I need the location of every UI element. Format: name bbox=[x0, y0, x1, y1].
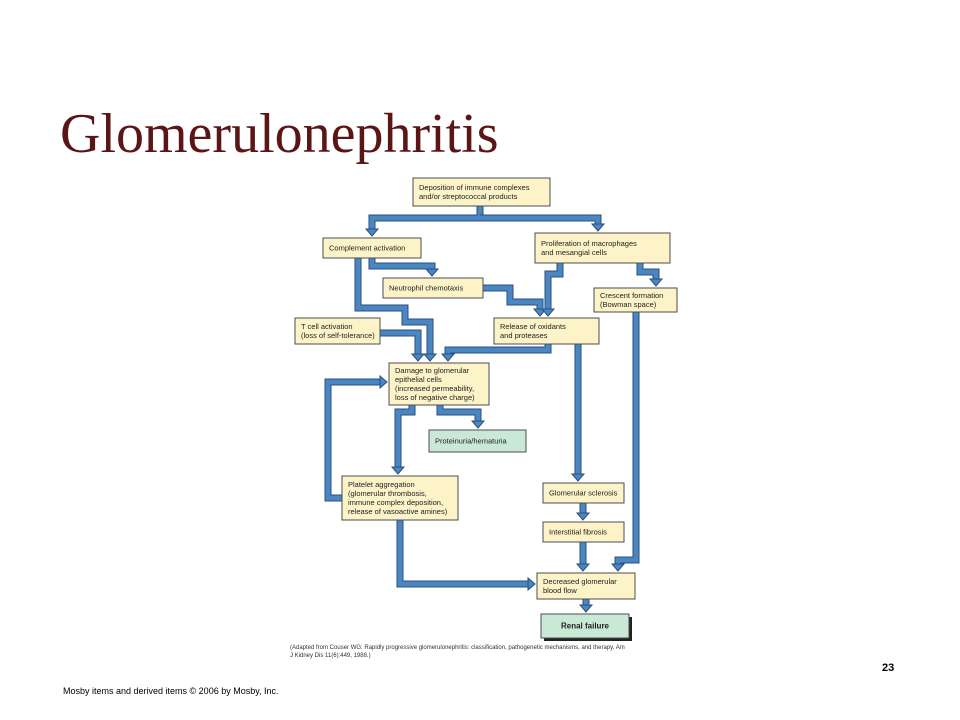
node-renal-failure-line-1: Renal failure bbox=[561, 622, 610, 631]
node-renal-failure: Renal failure bbox=[540, 613, 632, 641]
node-tcell-line-2: (loss of self-tolerance) bbox=[301, 331, 375, 340]
node-decreased-flow-line-2: blood flow bbox=[543, 586, 577, 595]
node-tcell: T cell activation(loss of self-tolerance… bbox=[294, 317, 381, 345]
node-crescent: Crescent formation(Bowman space) bbox=[593, 287, 678, 313]
page-number: 23 bbox=[882, 662, 895, 674]
arrow-proliferation-to-crescent-head bbox=[648, 278, 664, 287]
node-damage-line-1: Damage to glomerular bbox=[395, 366, 470, 375]
arrow-deposition-to-complement-head bbox=[364, 228, 380, 237]
node-neutrophil: Neutrophil chemotaxis bbox=[382, 277, 484, 299]
arrow-damage-to-platelet bbox=[390, 405, 416, 475]
node-platelet-line-3: immune complex deposition, bbox=[348, 498, 443, 507]
arrow-oxidants-to-sclerosis-head bbox=[570, 473, 586, 482]
node-proliferation-line-1: Proliferation of macrophages bbox=[541, 239, 637, 248]
citation-line-1: (Adapted from Couser WG: Rapidly progres… bbox=[290, 645, 625, 651]
arrow-damage-to-proteinuria bbox=[436, 405, 486, 429]
arrow-deposition-to-proliferation-head bbox=[590, 223, 606, 232]
arrow-crescent-to-decreased-flow bbox=[610, 312, 640, 572]
node-proliferation-line-2: and mesangial cells bbox=[541, 248, 607, 257]
arrow-tcell-to-damage-head bbox=[410, 353, 426, 362]
node-deposition-line-1: Deposition of immune complexes bbox=[419, 183, 530, 192]
arrow-decreased-flow-to-renal-head bbox=[578, 604, 594, 613]
node-crescent-line-2: (Bowman space) bbox=[600, 300, 657, 309]
arrow-decreased-flow-to-renal bbox=[578, 599, 594, 613]
node-proteinuria-line-1: Proteinuria/hematuria bbox=[435, 437, 508, 446]
copyright-notice: Mosby items and derived items © 2006 by … bbox=[63, 686, 279, 696]
node-platelet: Platelet aggregation(glomerular thrombos… bbox=[341, 475, 459, 521]
node-decreased-flow-line-1: Decreased glomerular bbox=[543, 577, 617, 586]
arrow-deposition-to-complement bbox=[364, 206, 484, 237]
node-complement-line-1: Complement activation bbox=[329, 244, 405, 253]
slide-title: Glomerulonephritis bbox=[60, 103, 499, 165]
node-damage-line-3: (increased permeability, bbox=[395, 384, 474, 393]
node-tcell-line-1: T cell activation bbox=[301, 322, 353, 331]
node-sclerosis: Glomerular sclerosis bbox=[542, 482, 625, 504]
arrows-layer bbox=[324, 206, 664, 613]
node-complement: Complement activation bbox=[322, 237, 422, 259]
arrow-complement-to-neutrophil-head bbox=[424, 268, 440, 277]
arrow-oxidants-to-damage-head bbox=[440, 353, 456, 362]
arrow-proliferation-to-oxidants-head bbox=[540, 308, 556, 317]
arrow-platelet-to-decreased-flow-head bbox=[527, 576, 536, 592]
node-oxidants-line-1: Release of oxidants bbox=[500, 322, 566, 331]
node-damage-line-4: loss of negative charge) bbox=[395, 393, 475, 402]
node-crescent-line-1: Crescent formation bbox=[600, 291, 663, 300]
citation: (Adapted from Couser WG: Rapidly progres… bbox=[290, 644, 710, 660]
arrow-complement-to-damage-head bbox=[422, 353, 438, 362]
node-deposition-line-2: and/or streptococcal products bbox=[419, 192, 518, 201]
arrow-complement-to-neutrophil bbox=[368, 258, 440, 277]
arrow-oxidants-to-sclerosis bbox=[570, 344, 586, 482]
node-fibrosis-line-1: Interstitial fibrosis bbox=[549, 528, 607, 537]
node-sclerosis-line-1: Glomerular sclerosis bbox=[549, 489, 618, 498]
arrow-fibrosis-to-decreased-flow-head bbox=[575, 563, 591, 572]
arrow-deposition-to-proliferation bbox=[480, 214, 606, 232]
citation-line-2: J Kidney Dis 11(6):449, 1988.) bbox=[290, 653, 371, 659]
node-damage-line-2: epithelial cells bbox=[395, 375, 442, 384]
arrow-damage-to-platelet-head bbox=[390, 466, 406, 475]
arrow-proliferation-to-crescent bbox=[636, 263, 664, 287]
arrow-complement-to-damage bbox=[354, 258, 438, 362]
arrow-platelet-to-damage-head bbox=[379, 374, 388, 390]
arrow-damage-to-proteinuria-head bbox=[470, 420, 486, 429]
arrow-oxidants-to-damage bbox=[440, 344, 552, 362]
arrow-platelet-to-damage bbox=[324, 374, 388, 502]
node-oxidants-line-2: and proteases bbox=[500, 331, 548, 340]
node-neutrophil-line-1: Neutrophil chemotaxis bbox=[389, 284, 463, 293]
node-proteinuria: Proteinuria/hematuria bbox=[428, 429, 527, 453]
arrow-proliferation-to-oxidants bbox=[540, 263, 564, 317]
node-platelet-line-1: Platelet aggregation bbox=[348, 480, 415, 489]
arrow-platelet-to-decreased-flow bbox=[396, 520, 536, 592]
node-platelet-line-2: (glomerular thrombosis, bbox=[348, 489, 427, 498]
arrow-crescent-to-decreased-flow-head bbox=[610, 563, 626, 572]
node-fibrosis: Interstitial fibrosis bbox=[542, 521, 625, 543]
node-platelet-line-4: release of vasoactive amines) bbox=[348, 507, 448, 516]
arrow-tcell-to-damage bbox=[380, 329, 426, 362]
arrow-neutrophil-to-oxidants bbox=[483, 284, 548, 317]
arrow-sclerosis-to-fibrosis-head bbox=[575, 512, 591, 521]
arrow-sclerosis-to-fibrosis bbox=[575, 503, 591, 521]
arrow-fibrosis-to-decreased-flow bbox=[575, 542, 591, 572]
